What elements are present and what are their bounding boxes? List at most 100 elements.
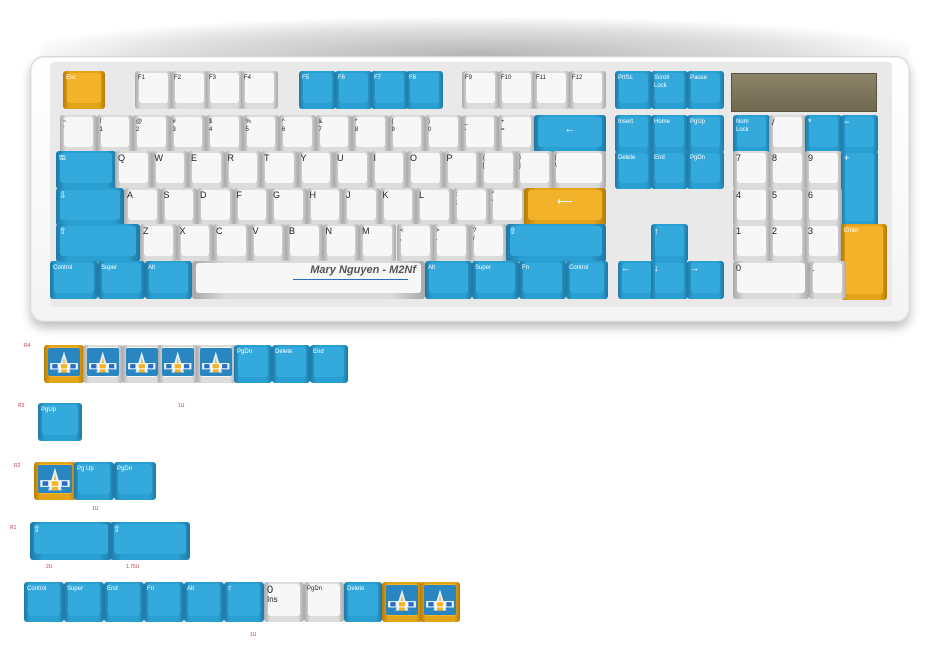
key-legend-top: PrtSc	[618, 75, 633, 81]
key-legend-top: F	[236, 190, 243, 200]
key-legend-top: 0	[736, 263, 742, 273]
key-legend-top: J	[346, 190, 351, 200]
key-legend-top: F10	[501, 75, 512, 81]
key-legend-top: F9	[465, 75, 473, 81]
np3-key: 3	[805, 224, 842, 262]
key-legend-top: Num Lock	[736, 119, 749, 133]
np-enter-key: Enter	[841, 224, 887, 300]
slash-key: ?/	[470, 224, 507, 262]
keycap-top	[175, 73, 204, 103]
key-legend-top: Delete	[275, 349, 293, 355]
keycap-top	[68, 584, 100, 616]
keycap-top	[276, 347, 306, 377]
keycap-top	[283, 117, 312, 147]
r2-pgup-key: Pg Up	[74, 462, 114, 500]
keycap-top	[237, 190, 266, 220]
keycap-top	[737, 153, 766, 183]
key-legend-top: "	[492, 192, 495, 198]
key-legend-bottom: =	[501, 127, 505, 133]
right-control-key: Control	[566, 261, 608, 299]
right-super-key: Super	[472, 261, 519, 299]
key-legend-top: W	[154, 153, 164, 163]
keycap-top	[155, 153, 184, 183]
semicolon-key: :;	[453, 188, 490, 226]
keycap-top	[691, 263, 720, 293]
keycap-top	[737, 226, 766, 256]
key-legend-top: 4	[736, 190, 742, 200]
f2-key: F2	[171, 71, 208, 109]
keycap-top	[570, 263, 604, 293]
keycap-top	[42, 405, 78, 435]
n-key: N	[322, 224, 359, 262]
keycap-top	[845, 153, 874, 221]
key-legend-top: Home	[654, 119, 671, 125]
f-key: F	[233, 188, 270, 226]
b-key: B	[286, 224, 323, 262]
v-key: V	[249, 224, 286, 262]
key-legend-top: Pause	[690, 75, 708, 81]
key-legend-top: ⇩	[59, 190, 67, 200]
keycap-top	[210, 117, 239, 147]
keycap-top	[347, 190, 376, 220]
key-legend-bottom: ,	[400, 236, 402, 242]
key-legend-bottom: 7	[318, 127, 322, 133]
f4-key: F4	[241, 71, 278, 109]
pge-logo-key	[122, 345, 162, 383]
numlock-key: Num Lock	[733, 115, 770, 153]
keycap-top	[201, 190, 230, 220]
keycap-top	[619, 153, 648, 183]
key-legend-bottom: ]	[519, 163, 521, 169]
key-legend-top: :	[456, 192, 458, 198]
keycap-top	[410, 73, 439, 103]
lbracket-key: {[	[480, 151, 517, 189]
p-key: P	[443, 151, 480, 189]
key-legend-top: F4	[244, 75, 252, 81]
key-legend-top: F11	[536, 75, 546, 81]
key-legend-top: Alt	[148, 265, 156, 271]
keycap-top	[54, 263, 94, 293]
keycap-top	[301, 153, 330, 183]
n1-key: !1	[96, 115, 133, 153]
f6-key: F6	[335, 71, 372, 109]
key-legend-top: )	[428, 119, 430, 125]
keycap-top	[246, 117, 275, 147]
r2-pgdn-key: PgDn	[114, 462, 156, 500]
keycap-top	[356, 117, 385, 147]
fn-key: Fn	[144, 582, 184, 622]
key-legend-top: ↑	[654, 226, 659, 236]
keycap-top	[228, 153, 257, 183]
key-legend-top: ⇧	[59, 226, 67, 236]
end-key: End	[104, 582, 144, 622]
key-legend-top: R	[227, 153, 235, 163]
backslash-key: |\	[552, 151, 606, 189]
quote-key: "'	[489, 188, 526, 226]
key-legend-top: F3	[209, 75, 217, 81]
pge-logo-icon	[38, 465, 72, 493]
keycap-top	[773, 153, 802, 183]
keycap-top	[217, 226, 246, 256]
key-legend-top: Enter	[844, 228, 859, 234]
keycap-top	[164, 190, 193, 220]
keycap-top	[34, 524, 108, 554]
key-legend-top: *	[808, 117, 812, 127]
key-legend-center: ⟵	[557, 196, 573, 209]
key-legend-top: I	[373, 153, 377, 163]
key-legend-top: E	[191, 153, 198, 163]
key-legend-bottom: /	[473, 236, 475, 242]
key-legend-top: +	[501, 119, 505, 125]
keycap-top	[691, 117, 720, 147]
key-legend-top: End	[654, 155, 665, 161]
key-legend-top: Q	[118, 153, 126, 163]
c-key: C	[213, 224, 250, 262]
key-legend-top: Alt	[187, 586, 195, 592]
keycap-top	[457, 190, 486, 220]
spacebar-underline	[293, 279, 408, 280]
keycap-top	[137, 117, 166, 147]
key-legend-top: →	[690, 263, 699, 273]
key-legend-bottom: 6	[282, 127, 286, 133]
capslock-key: ⇩	[56, 188, 124, 226]
key-legend-top: Super	[67, 586, 84, 592]
n8-key: *8	[352, 115, 389, 153]
end-key: End	[651, 151, 688, 189]
key-legend-top: ⇧	[33, 524, 41, 534]
